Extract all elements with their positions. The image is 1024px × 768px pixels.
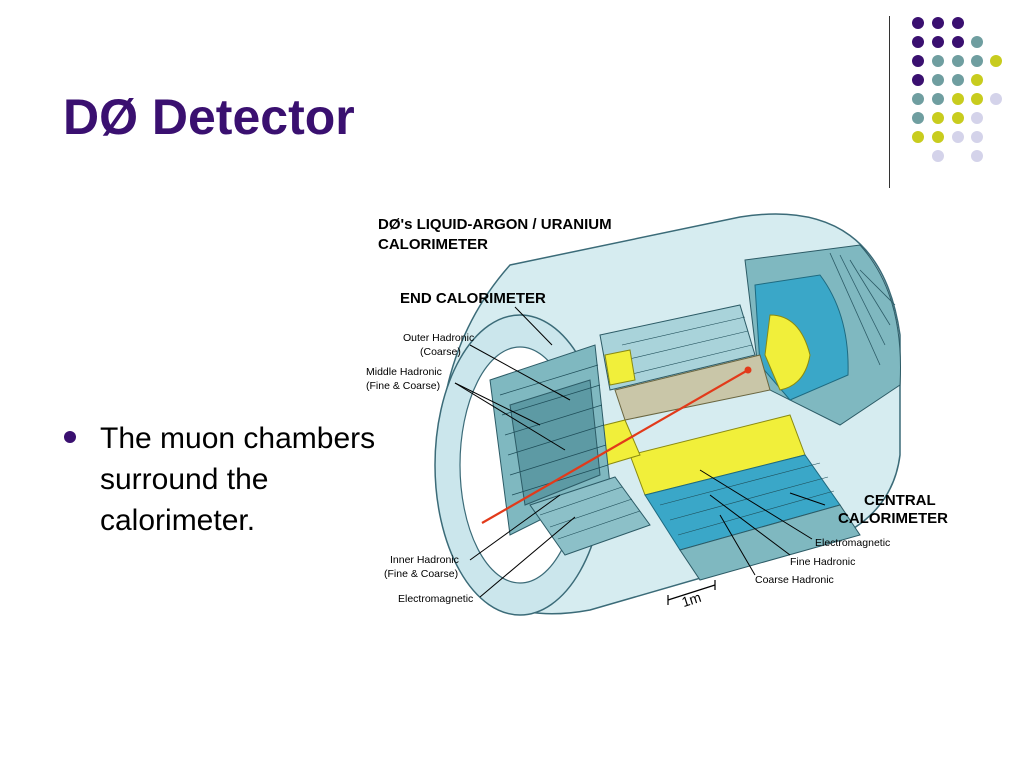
label-inner-hadronic: Inner Hadronic [390, 554, 459, 566]
label-electromagnetic-left: Electromagnetic [398, 593, 473, 605]
label-electromagnetic-right: Electromagnetic [815, 537, 890, 549]
end-calorimeter-far [744, 244, 901, 426]
beam-endpoint [744, 366, 752, 374]
bullet-text: The muon chambers surround the calorimet… [100, 422, 376, 537]
beam-line [481, 369, 749, 524]
label-middle-hadronic-sub: (Fine & Coarse) [366, 380, 440, 392]
label-central-calorimeter: CALORIMETER [838, 510, 948, 527]
label-middle-hadronic: Middle Hadronic [366, 366, 442, 378]
bullet-dot-icon [64, 431, 76, 443]
calorimeter-diagram: DØ's LIQUID-ARGON / URANIUM CALORIMETER … [366, 213, 948, 616]
label-scale: 1m [680, 589, 703, 610]
dot-grid-dots [912, 17, 1002, 162]
central-calorimeter-barrel [584, 304, 861, 581]
diagram-heading-line2: CALORIMETER [378, 236, 488, 253]
label-outer-hadronic: Outer Hadronic [403, 332, 474, 344]
label-central: CENTRAL [864, 492, 936, 509]
label-inner-hadronic-sub: (Fine & Coarse) [384, 568, 458, 580]
diagram-heading-line1: DØ's LIQUID-ARGON / URANIUM [378, 216, 612, 233]
label-coarse-hadronic: Coarse Hadronic [755, 574, 834, 586]
header-divider-line [889, 16, 890, 188]
label-fine-hadronic: Fine Hadronic [790, 556, 855, 568]
end-calorimeter-near [489, 344, 651, 556]
label-outer-hadronic-sub: (Coarse) [420, 346, 461, 358]
scale-bar [667, 580, 716, 605]
leader-lines [454, 306, 826, 598]
slide-title: DØ Detector [63, 89, 355, 145]
bullet-item: The muon chambers surround the calorimet… [64, 418, 424, 541]
bullet-list: The muon chambers surround the calorimet… [64, 418, 424, 541]
decorative-dot-grid [912, 17, 1002, 162]
label-end-calorimeter: END CALORIMETER [400, 290, 546, 307]
